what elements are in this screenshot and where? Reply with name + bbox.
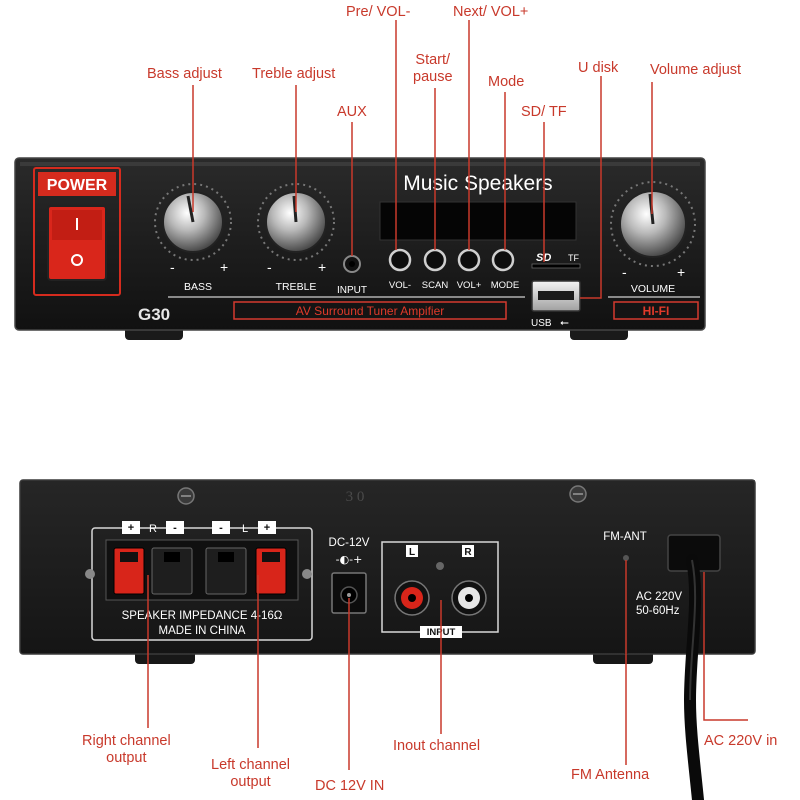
callout-line-ac-in xyxy=(703,572,748,721)
callout-treble-adjust: Treble adjust xyxy=(252,66,336,82)
fm-ant-label: FM-ANT xyxy=(603,531,646,543)
treble-minus: - xyxy=(267,259,272,275)
terminal-hole-2 xyxy=(164,552,180,562)
hifi-badge xyxy=(613,301,699,320)
ac-label-2: 50-60Hz xyxy=(636,605,680,617)
dc-jack-pin xyxy=(347,593,351,597)
rca-l-badge xyxy=(406,545,418,557)
callout-volume-adjust: Volume adjust xyxy=(650,62,742,78)
rca-left-jack[interactable] xyxy=(394,580,430,616)
callout-input-channel: Inout channel xyxy=(393,738,481,754)
button-label-scan: SCAN xyxy=(422,280,449,291)
bass-label: BASS xyxy=(184,281,212,293)
tf-label: TF xyxy=(568,253,579,263)
callout-lines xyxy=(147,20,748,770)
vol-minus-button[interactable] xyxy=(388,248,412,272)
usb-label: USB xyxy=(531,318,552,329)
vol-plus-button[interactable] xyxy=(457,248,481,272)
callout-bass-adjust: Bass adjust xyxy=(147,66,222,82)
terminal-hole-3 xyxy=(218,552,234,562)
terminal-mark-1: + xyxy=(128,522,134,534)
terminal-left-minus[interactable] xyxy=(205,547,247,595)
rca-right-label: R xyxy=(464,547,472,558)
usb-port-tongue xyxy=(538,291,574,300)
treble-plus: + xyxy=(318,259,326,275)
power-frame xyxy=(33,167,121,296)
embossed-model: 3 0 xyxy=(346,489,365,505)
dc-polarity-icon: -◐-+ xyxy=(336,553,363,566)
hifi-label: HI-FI xyxy=(643,304,670,318)
display-window xyxy=(379,201,577,241)
callout-fm-antenna: FM Antenna xyxy=(571,767,650,783)
sd-card-slot[interactable] xyxy=(531,263,581,269)
callout-ac-in: AC 220V in xyxy=(704,733,778,749)
power-label-bg xyxy=(38,172,116,196)
terminal-mark-3: - xyxy=(173,522,177,534)
speaker-terminal-frame xyxy=(91,527,313,641)
callout-mode: Mode xyxy=(488,74,525,90)
rca-r-badge xyxy=(462,545,474,557)
input-label: INPUT xyxy=(337,285,367,296)
bass-plus: + xyxy=(220,259,228,275)
power-cable-highlight xyxy=(689,559,697,701)
button-label-vol-minus: VOL- xyxy=(389,280,411,291)
terminal-mark-4: - xyxy=(219,522,223,534)
terminal-screw-left xyxy=(85,569,95,579)
dc-label: DC-12V xyxy=(329,537,370,549)
terminal-mark-2: R xyxy=(149,523,157,535)
volume-plus: + xyxy=(677,264,685,280)
bass-knob[interactable] xyxy=(154,183,232,261)
callout-pre-vol: Pre/ VOL- xyxy=(346,4,411,20)
callout-dc-in: DC 12V IN xyxy=(315,778,385,794)
front-panel: POWER - + BASS - + TREBLE INPUT Music Sp… xyxy=(14,157,706,340)
tagline: AV Surround Tuner Ampifier xyxy=(296,304,445,318)
callout-right-channel: Right channel output xyxy=(82,733,171,766)
callout-line-u-disk xyxy=(580,76,602,299)
made-in-china: MADE IN CHINA xyxy=(159,625,246,637)
volume-minus: - xyxy=(622,264,627,280)
fm-antenna-hole xyxy=(623,555,629,561)
terminal-screw-right xyxy=(302,569,312,579)
rca-ground-screw xyxy=(436,562,444,570)
callout-left-channel: Left channel output xyxy=(211,757,291,790)
callout-sd-tf: SD/ TF xyxy=(521,104,567,120)
model-label: G30 xyxy=(138,305,170,324)
display-title: Music Speakers xyxy=(403,172,552,195)
power-off-mark-icon xyxy=(71,254,83,266)
rear-chassis xyxy=(19,479,756,655)
terminal-right-minus[interactable] xyxy=(151,547,193,595)
treble-label: TREBLE xyxy=(276,281,317,293)
aux-jack-hole xyxy=(349,261,355,267)
rear-panel: 3 0 + R - - L + SPEAKER IMPEDANCE 4-16Ω … xyxy=(19,479,756,800)
callout-aux: AUX xyxy=(337,104,367,120)
button-label-mode: MODE xyxy=(491,280,520,291)
callout-u-disk: U disk xyxy=(578,60,619,76)
speaker-impedance: SPEAKER IMPEDANCE 4-16Ω xyxy=(122,610,283,622)
chassis-highlight xyxy=(20,162,700,166)
terminal-hole-1 xyxy=(120,552,138,562)
rca-right-jack[interactable] xyxy=(451,580,487,616)
rca-left-label: L xyxy=(409,547,415,558)
terminal-marks: + R - - L + xyxy=(122,521,276,535)
terminal-mark-5: L xyxy=(242,523,248,535)
bass-minus: - xyxy=(170,259,175,275)
scan-button[interactable] xyxy=(423,248,447,272)
volume-label: VOLUME xyxy=(631,283,675,295)
usb-icon: ⭠ xyxy=(560,316,569,329)
button-label-vol-plus: VOL+ xyxy=(457,280,482,291)
tagline-strip xyxy=(233,301,507,320)
terminal-mark-6: + xyxy=(264,522,270,534)
terminal-hole-4 xyxy=(262,552,280,562)
power-label: POWER xyxy=(47,177,108,194)
callout-start-pause: Start/ pause xyxy=(413,52,453,85)
callout-next-vol: Next/ VOL+ xyxy=(453,4,529,20)
ac-label-1: AC 220V xyxy=(636,591,682,603)
mode-button[interactable] xyxy=(491,248,515,272)
